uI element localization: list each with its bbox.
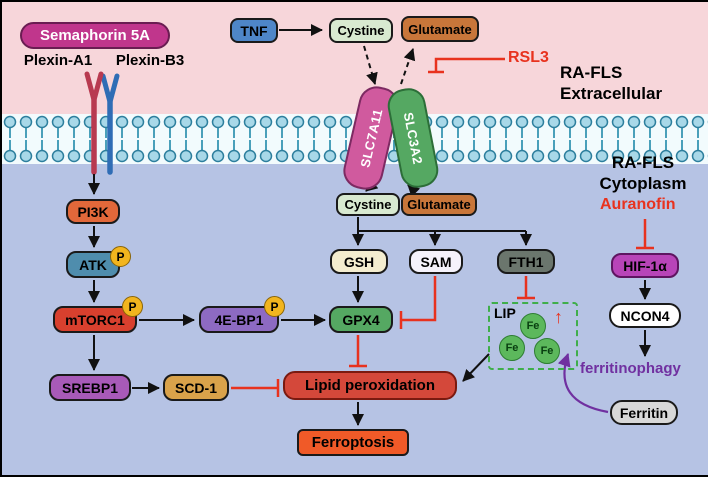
- labile-iron-pool-box: LIP Fe Fe Fe ↑: [488, 302, 578, 370]
- region-label-line1: RA-FLS: [611, 153, 675, 172]
- fe-ion: Fe: [520, 313, 546, 339]
- increase-arrow-icon: ↑: [554, 307, 563, 327]
- 4ebp1-label: 4E-BP1: [214, 311, 264, 328]
- rsl3-label: RSL3: [508, 49, 549, 66]
- plexin-b3-label: Plexin-B3: [115, 52, 185, 69]
- cystine-extracellular-node: Cystine: [329, 18, 393, 43]
- phospho-badge: P: [122, 296, 143, 317]
- glutamate-extracellular-node: Glutamate: [401, 16, 479, 42]
- extracellular-region-label: RA-FLS Extracellular: [560, 62, 708, 104]
- atk-label: ATK: [79, 256, 107, 273]
- gpx4-node: GPX4: [329, 306, 393, 333]
- 4ebp1-node: 4E-BP1 P: [199, 296, 285, 333]
- ferritin-node: Ferritin: [610, 400, 678, 425]
- cystine-cytoplasm-node: Cystine: [336, 193, 400, 216]
- region-label-line2: Extracellular: [560, 84, 663, 103]
- slc7a11-label: SLC7A11: [356, 107, 386, 169]
- pi3k-node: PI3K: [66, 199, 120, 224]
- mtorc1-node: mTORC1 P: [53, 296, 143, 333]
- fth1-node: FTH1: [497, 249, 555, 274]
- auranofin-label: Auranofin: [600, 196, 676, 213]
- phospho-badge: P: [110, 246, 131, 267]
- plexin-a1-label: Plexin-A1: [23, 52, 93, 69]
- cytoplasm-region-label: RA-FLS Cytoplasm: [580, 152, 706, 194]
- scd1-node: SCD-1: [163, 374, 229, 401]
- gsh-node: GSH: [330, 249, 388, 274]
- lip-label: LIP: [494, 305, 516, 321]
- arrow-lip-lipidperox: [462, 353, 490, 382]
- tnf-node: TNF: [230, 18, 278, 43]
- inhibit-sam-gpx4: [401, 276, 437, 322]
- glutamate-cytoplasm-node: Glutamate: [401, 193, 477, 216]
- lipid-peroxidation-node: Lipid peroxidation: [283, 371, 457, 400]
- slc3a2-label: SLC3A2: [400, 110, 426, 166]
- ferroptosis-node: Ferroptosis: [297, 429, 409, 456]
- mtorc1-label: mTORC1: [65, 311, 125, 328]
- atk-node: ATK P: [66, 246, 131, 278]
- region-label-line1: RA-FLS: [560, 63, 623, 82]
- fe-ion: Fe: [499, 335, 525, 361]
- region-label-line2: Cytoplasm: [599, 174, 687, 193]
- phospho-badge: P: [264, 296, 285, 317]
- hif1a-node: HIF-1α: [611, 253, 679, 278]
- srebp1-node: SREBP1: [49, 374, 131, 401]
- semaphorin-5a-node: Semaphorin 5A: [20, 22, 170, 49]
- sam-node: SAM: [409, 249, 463, 274]
- ncon4-node: NCON4: [609, 303, 681, 328]
- fe-ion: Fe: [534, 338, 560, 364]
- ferritinophagy-label: ferritinophagy: [580, 360, 681, 377]
